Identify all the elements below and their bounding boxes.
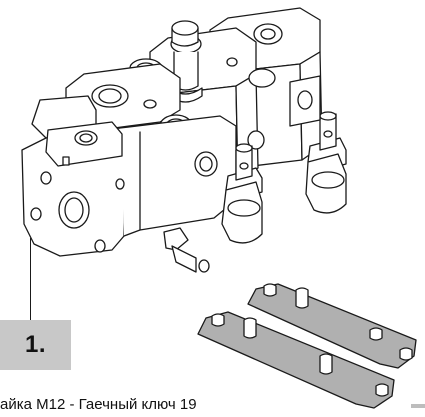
corner-mark [411, 404, 425, 408]
mounting-brackets [197, 283, 417, 409]
caption-text: айка M12 - Гаечный ключ 19 [0, 396, 197, 413]
step-leader-line [30, 238, 31, 320]
step-number: 1. [24, 331, 46, 358]
step-marker: 1. [0, 320, 71, 370]
hydraulic-valve-assembly [21, 7, 347, 273]
